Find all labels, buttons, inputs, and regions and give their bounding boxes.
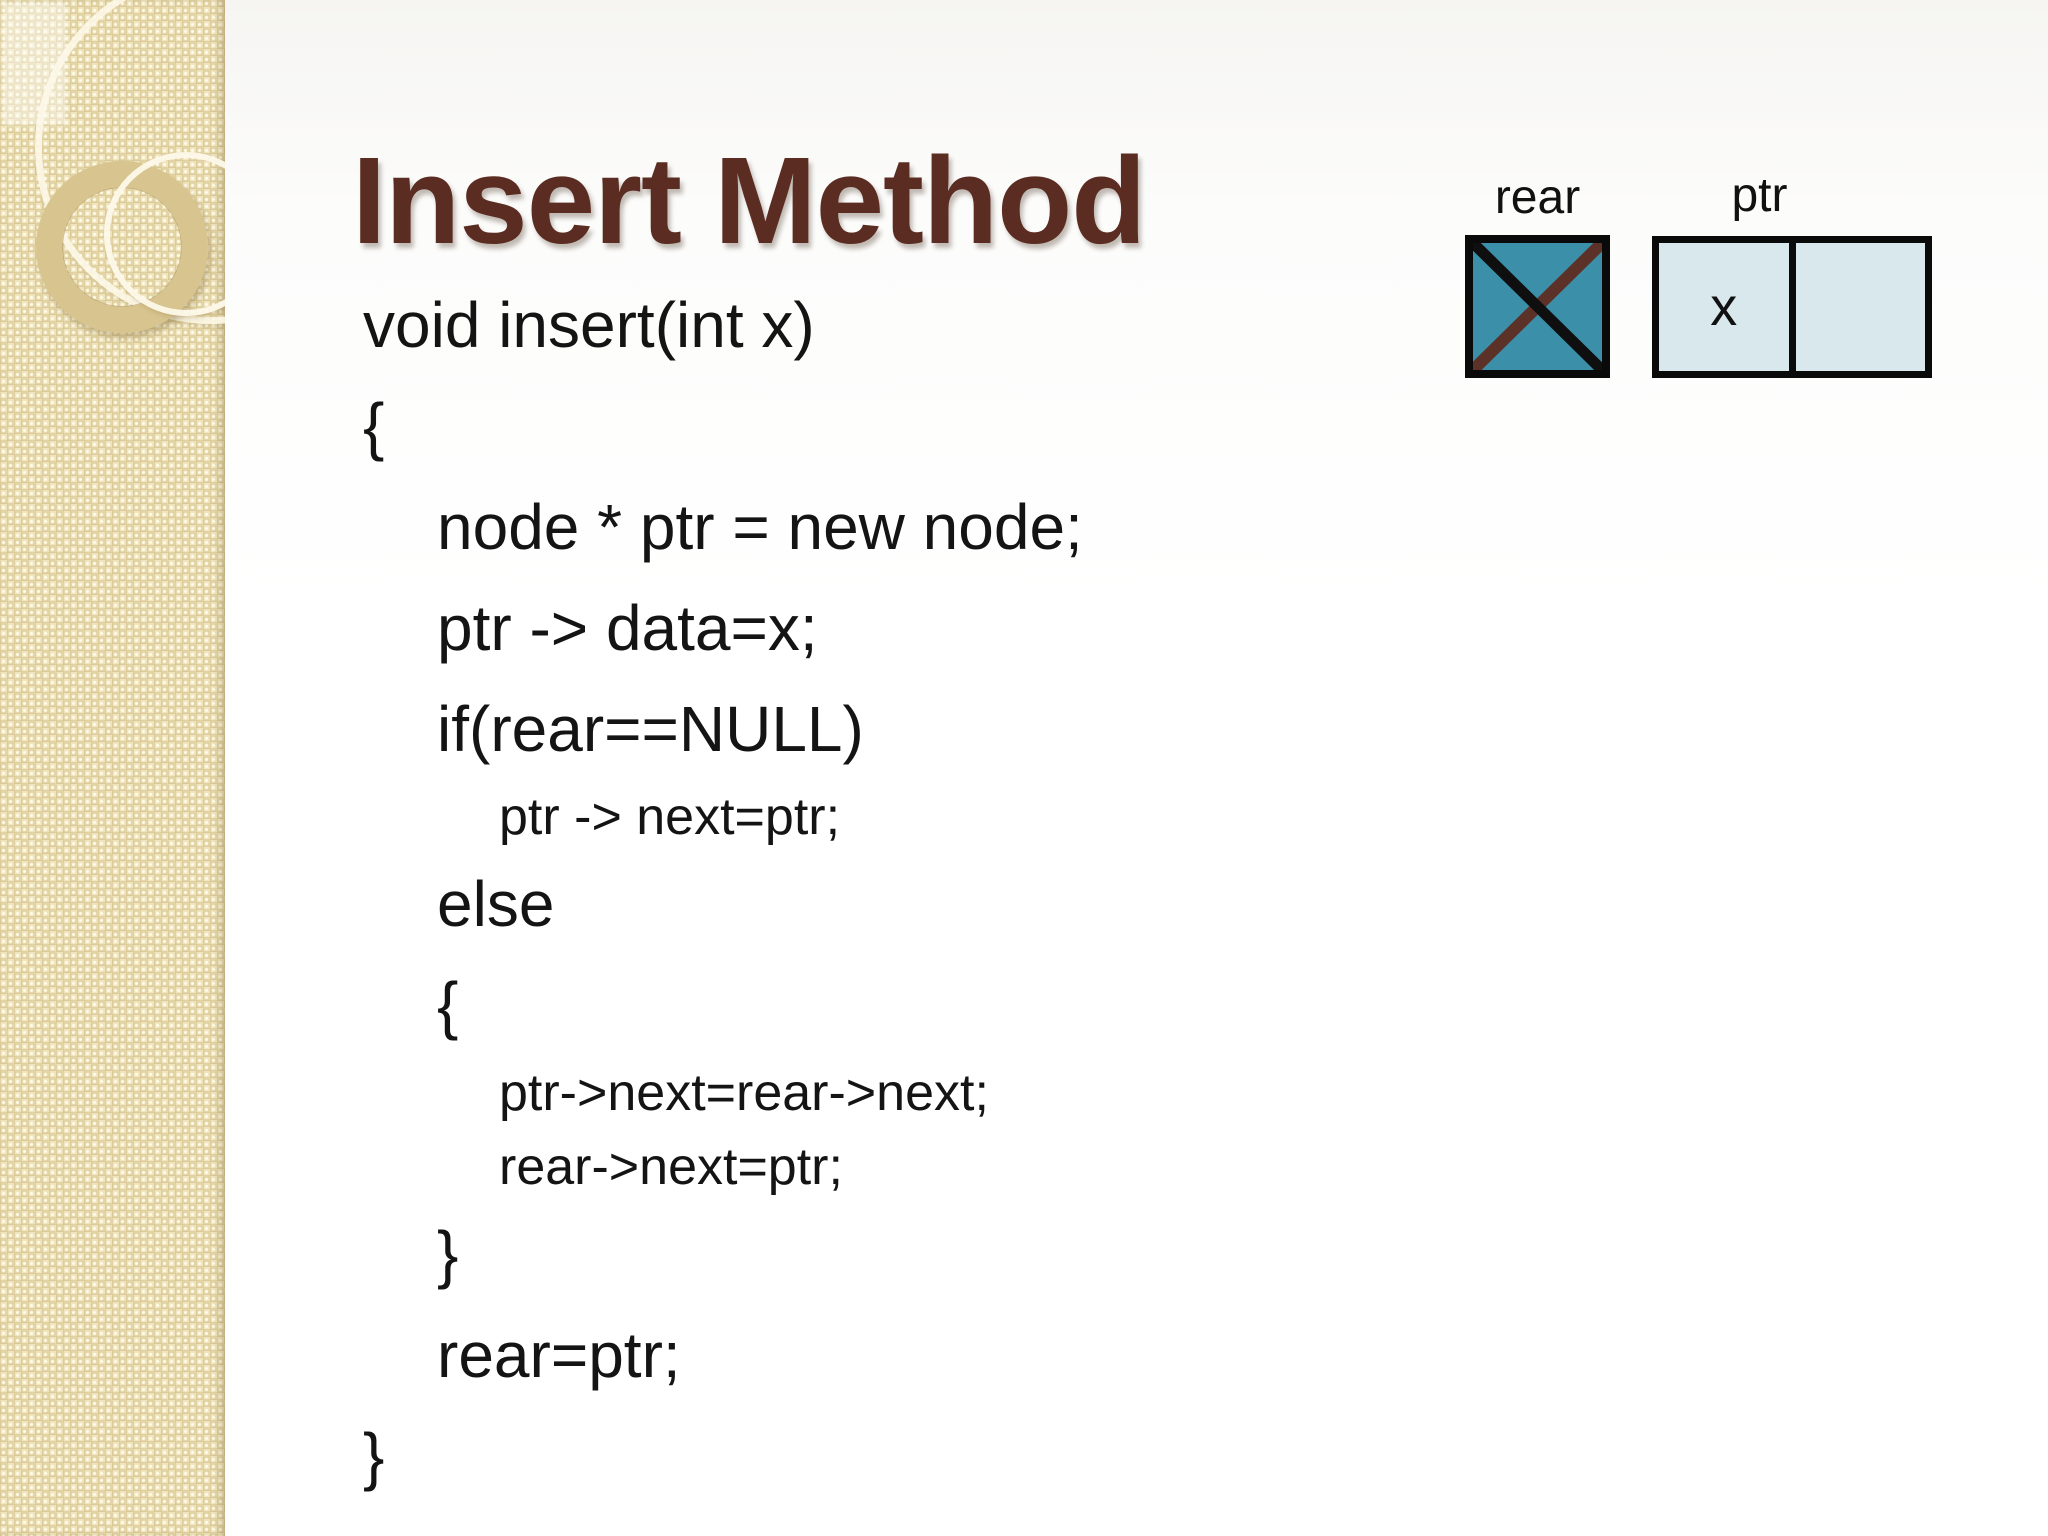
code-line: ptr -> data=x; xyxy=(437,592,818,664)
code-listing: void insert(int x) { node * ptr = new no… xyxy=(363,275,1363,1507)
code-line: else xyxy=(437,868,555,940)
code-line: node * ptr = new node; xyxy=(437,491,1083,563)
code-line: } xyxy=(437,1218,459,1290)
code-line: void insert(int x) xyxy=(363,289,815,361)
small-circle-outline-icon xyxy=(104,152,225,316)
sidebar-decoration xyxy=(0,0,225,1536)
ptr-node-box: x xyxy=(1652,236,1932,378)
ptr-pointer-label: ptr xyxy=(1731,169,1788,222)
code-line: if(rear==NULL) xyxy=(437,693,864,765)
code-line: rear=ptr; xyxy=(437,1319,681,1391)
ptr-next-cell xyxy=(1796,243,1926,371)
ptr-data-cell: x xyxy=(1659,243,1796,371)
rear-node-box xyxy=(1465,235,1610,378)
code-line: rear->next=ptr; xyxy=(499,1138,843,1196)
code-line: ptr->next=rear->next; xyxy=(499,1064,989,1122)
code-line: ptr -> next=ptr; xyxy=(499,788,841,846)
crossed-out-icon xyxy=(1473,243,1602,370)
code-line: } xyxy=(363,1420,385,1492)
code-line: { xyxy=(363,390,385,462)
page-title: Insert Method xyxy=(352,133,1146,271)
code-line: { xyxy=(437,969,459,1041)
rear-pointer-label: rear xyxy=(1494,171,1581,224)
